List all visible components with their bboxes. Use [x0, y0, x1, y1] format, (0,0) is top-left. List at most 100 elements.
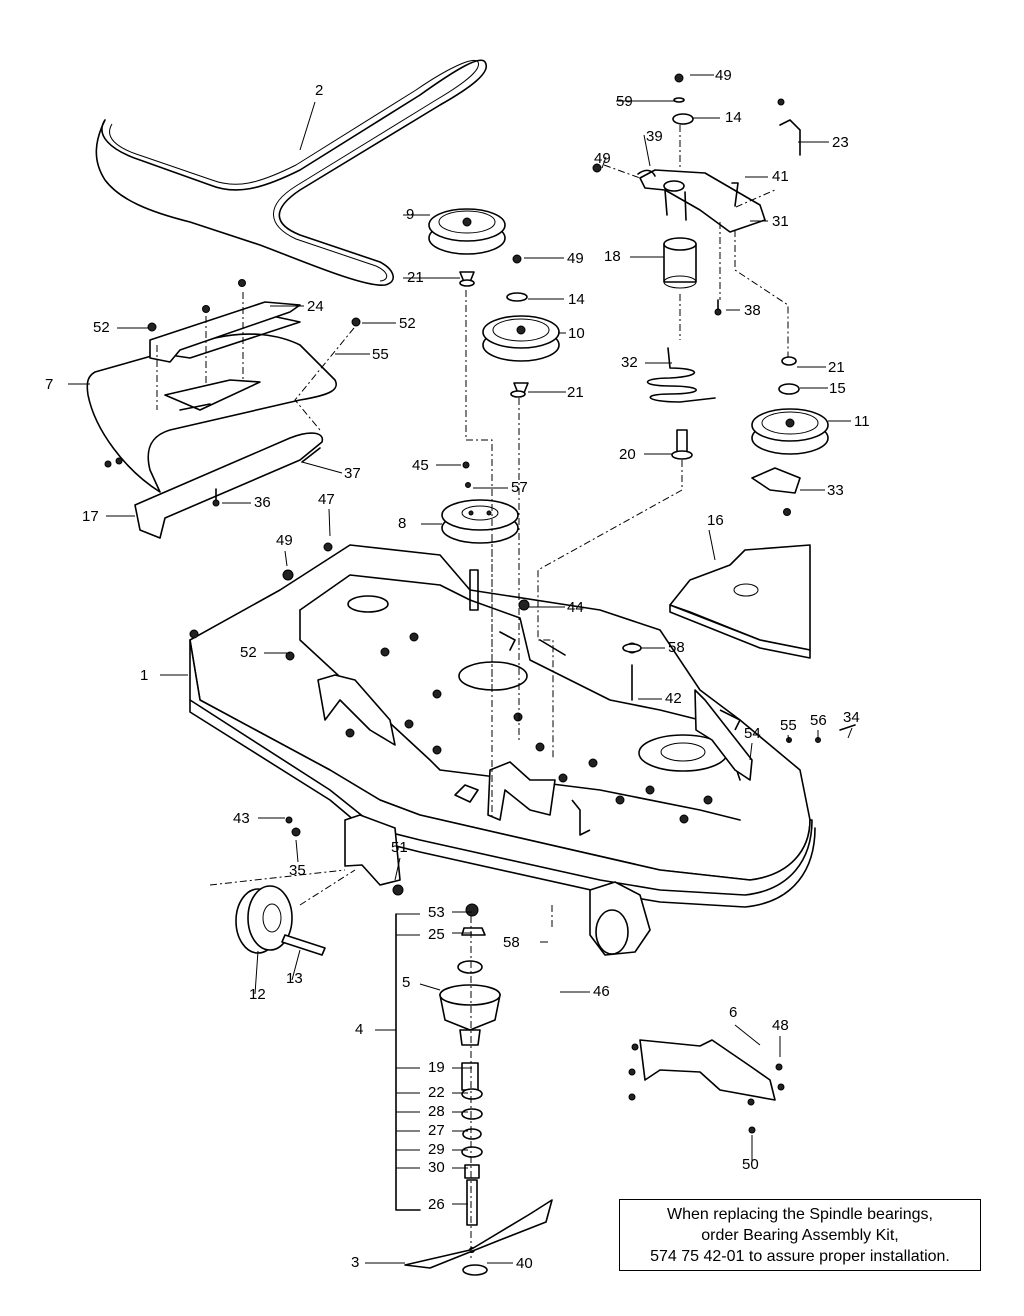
callout-c22: 22 — [428, 1084, 445, 1101]
callout-c35: 35 — [289, 862, 306, 879]
callout-c18: 18 — [604, 248, 621, 265]
callout-c6: 6 — [729, 1004, 737, 1021]
bearing-kit-note: When replacing the Spindle bearings, ord… — [619, 1199, 981, 1271]
callout-c3: 3 — [351, 1254, 359, 1271]
deck-brackets — [317, 674, 753, 836]
pivot-20 — [671, 429, 693, 460]
callout-c30: 30 — [428, 1159, 445, 1176]
note-line-2: order Bearing Assembly Kit, — [701, 1226, 899, 1244]
callout-c36: 36 — [254, 494, 271, 511]
callout-c2: 2 — [315, 82, 323, 99]
callout-c53: 53 — [428, 904, 445, 921]
bushing-18 — [663, 237, 697, 289]
cover-lower-bracket — [134, 432, 324, 539]
callout-c13: 13 — [286, 970, 303, 987]
callout-c14b: 14 — [568, 291, 585, 308]
belt — [95, 59, 488, 286]
callout-c38: 38 — [744, 302, 761, 319]
callout-c28: 28 — [428, 1103, 445, 1120]
callout-c21a: 21 — [407, 269, 424, 286]
callout-c54: 54 — [744, 725, 761, 742]
callout-c42: 42 — [665, 690, 682, 707]
callout-c32: 32 — [621, 354, 638, 371]
deck-hardware — [189, 542, 856, 837]
callout-c41: 41 — [772, 168, 789, 185]
callout-c40: 40 — [516, 1255, 533, 1272]
callout-c14a: 14 — [725, 109, 742, 126]
callout-c27: 27 — [428, 1122, 445, 1139]
callout-c21b: 21 — [828, 359, 845, 376]
callout-c5: 5 — [402, 974, 410, 991]
baffle-6 — [628, 1039, 785, 1134]
callout-c52b: 52 — [399, 315, 416, 332]
cover-bracket — [149, 301, 301, 363]
callout-c17: 17 — [82, 508, 99, 525]
callout-c15: 15 — [829, 380, 846, 397]
callout-c47: 47 — [318, 491, 335, 508]
pulley-9 — [428, 208, 506, 287]
callout-c9: 9 — [406, 206, 414, 223]
cover-plate-16 — [669, 544, 811, 659]
callout-c4: 4 — [355, 1021, 363, 1038]
callout-c31: 31 — [772, 213, 789, 230]
callout-c56: 56 — [810, 712, 827, 729]
gauge-wheel-front — [589, 881, 651, 956]
callout-c55b: 55 — [780, 717, 797, 734]
spindle-assembly — [395, 903, 553, 1276]
pulley-11 — [751, 356, 829, 455]
callout-c49c: 49 — [567, 250, 584, 267]
front-bracket — [344, 814, 404, 896]
callout-c16: 16 — [707, 512, 724, 529]
callout-c8: 8 — [398, 515, 406, 532]
callout-c57: 57 — [511, 479, 528, 496]
plate-33 — [751, 467, 801, 516]
callout-c48: 48 — [772, 1017, 789, 1034]
callout-c1: 1 — [140, 667, 148, 684]
callout-c45: 45 — [412, 457, 429, 474]
callout-c33: 33 — [827, 482, 844, 499]
callout-c51: 51 — [391, 839, 408, 856]
callout-c46: 46 — [593, 983, 610, 1000]
callout-c29: 29 — [428, 1141, 445, 1158]
callout-c26: 26 — [428, 1196, 445, 1213]
callout-c7: 7 — [45, 376, 53, 393]
mower-deck — [189, 544, 816, 908]
cover-hardware — [104, 279, 361, 507]
callout-c12: 12 — [249, 986, 266, 1003]
callout-c44: 44 — [567, 599, 584, 616]
spring-32 — [646, 347, 716, 403]
belt-cover — [86, 315, 337, 493]
callout-c20: 20 — [619, 446, 636, 463]
callout-c59: 59 — [616, 93, 633, 110]
gauge-wheel-12 — [209, 869, 356, 956]
callout-c39: 39 — [646, 128, 663, 145]
callout-c52a: 52 — [93, 319, 110, 336]
assembly-lines — [465, 290, 683, 1260]
leader-lines — [68, 74, 853, 1264]
callout-c58b: 58 — [503, 934, 520, 951]
callout-c58a: 58 — [668, 639, 685, 656]
callout-c52c: 52 — [240, 644, 257, 661]
callout-c50: 50 — [742, 1156, 759, 1173]
callout-c21c: 21 — [567, 384, 584, 401]
callout-c23: 23 — [832, 134, 849, 151]
note-line-3: 574 75 42-01 to assure proper installati… — [650, 1247, 950, 1265]
pulley-10 — [482, 254, 560, 398]
idler-arm — [592, 73, 801, 360]
callout-c49b: 49 — [594, 150, 611, 167]
callout-c24: 24 — [307, 298, 324, 315]
callout-c49d: 49 — [276, 532, 293, 549]
callout-c10: 10 — [568, 325, 585, 342]
callout-c55a: 55 — [372, 346, 389, 363]
callout-c37: 37 — [344, 465, 361, 482]
callout-c49a: 49 — [715, 67, 732, 84]
pulley-8 — [441, 461, 519, 544]
callout-c43: 43 — [233, 810, 250, 827]
note-line-1: When replacing the Spindle bearings, — [667, 1205, 933, 1223]
callout-c34: 34 — [843, 709, 860, 726]
callout-c11: 11 — [854, 413, 870, 430]
callout-c19: 19 — [428, 1059, 445, 1076]
callout-c25: 25 — [428, 926, 445, 943]
